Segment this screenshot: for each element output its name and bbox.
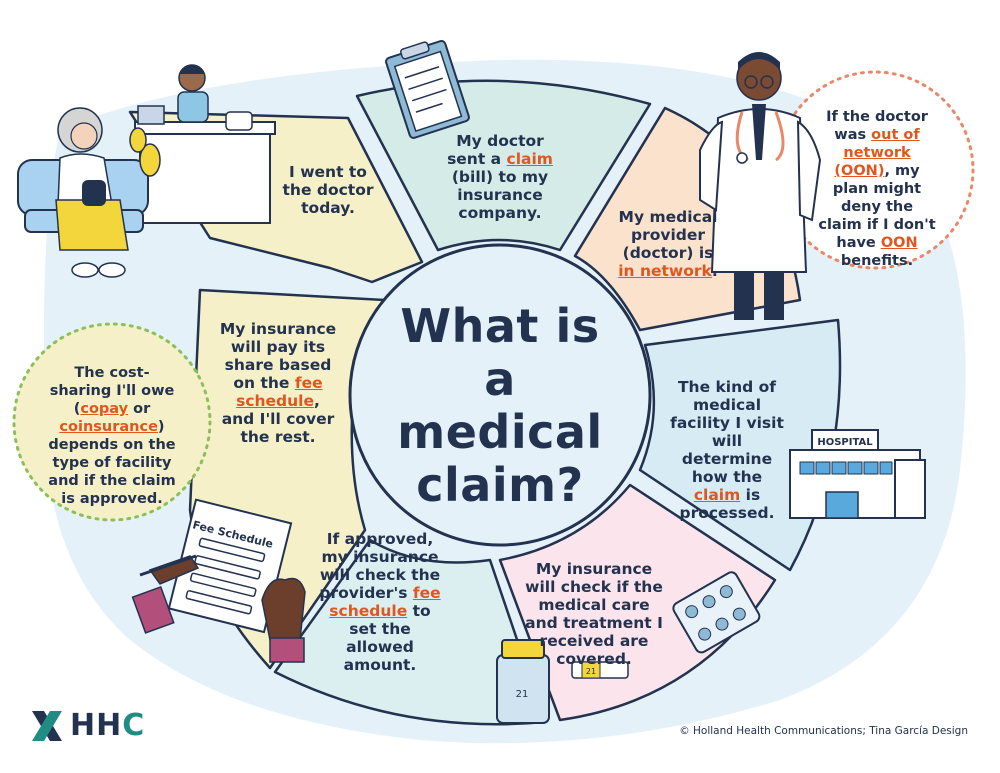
- step-allowed-text: If approved, my insurance will check the…: [319, 530, 441, 674]
- copyright-credit: © Holland Health Communications; Tina Ga…: [679, 725, 968, 737]
- tube-label: 21: [586, 667, 596, 676]
- reception-illustration: [17, 64, 276, 278]
- doctor-illustration: [699, 52, 822, 320]
- fee-schedule-illustration: [131, 498, 306, 663]
- title-line-1: What is: [400, 299, 600, 353]
- step-innet-text: My medical provider (doctor) is in netwo…: [618, 208, 718, 280]
- hhc-logo-mark-icon: [32, 710, 62, 741]
- clipboard-illustration: [385, 39, 470, 139]
- oon-callout-text: If the doctor was out of network (OON), …: [818, 109, 936, 269]
- title-line-3: claim?: [416, 458, 584, 512]
- cost-callout-circle: [12, 322, 212, 522]
- step-went-text: I went to the doctor today.: [282, 163, 374, 217]
- hospital-label: HOSPITAL: [817, 437, 873, 448]
- step-sent-text: My doctor sent a claim (bill) to my insu…: [447, 132, 553, 222]
- title-line-2: a medical: [397, 352, 603, 459]
- hospital-illustration: [789, 429, 926, 519]
- hhc-logo: HHC: [30, 708, 145, 743]
- center-circle: [348, 243, 652, 547]
- step-pay-text: My insurance will pay its share based on…: [219, 320, 337, 446]
- step-facility-text: The kind of medical facility I visit wil…: [670, 378, 784, 522]
- medicine-illustration: [496, 571, 761, 724]
- segment-allowed: [273, 538, 547, 726]
- pill-bottle-label: 21: [516, 689, 529, 700]
- hhc-logo-text: HHC: [70, 708, 146, 743]
- page-title: What is a medical claim?: [375, 300, 625, 512]
- cost-callout-text: The cost-sharing I'll owe (copay or coin…: [48, 365, 176, 507]
- step-covered-text: My insurance will check if the medical c…: [525, 560, 663, 668]
